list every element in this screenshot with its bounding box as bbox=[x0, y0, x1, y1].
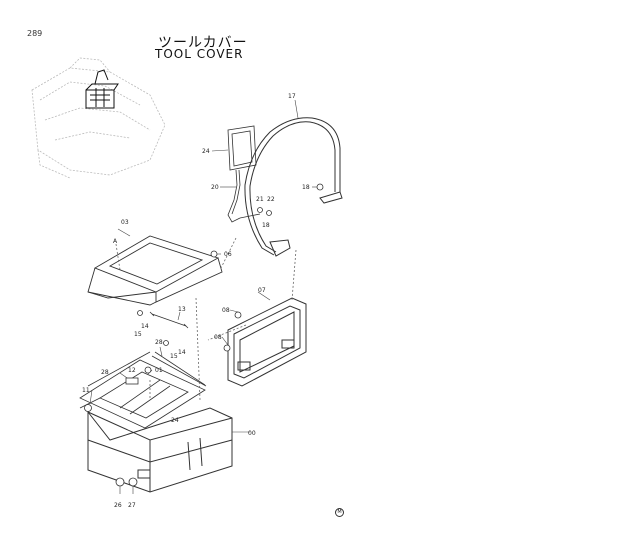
callout-03: 03 bbox=[121, 219, 129, 226]
callout-24-lower: 24 bbox=[171, 417, 179, 424]
callout-14-right: 14 bbox=[178, 349, 186, 356]
callout-labels: 17 24 20 18 21 22 18 03 A 06 07 08 08 13… bbox=[82, 93, 310, 509]
side-door bbox=[227, 297, 307, 387]
callout-20: 20 bbox=[211, 184, 219, 191]
callout-13: 13 bbox=[178, 306, 186, 313]
callout-21: 21 bbox=[256, 196, 264, 203]
callout-22: 22 bbox=[267, 196, 275, 203]
callout-07: 07 bbox=[258, 287, 266, 294]
fasteners bbox=[84, 183, 324, 487]
callout-26: 26 bbox=[114, 502, 122, 509]
title-japanese: ツールカバー bbox=[158, 35, 248, 51]
callout-28-upper: 28 bbox=[155, 339, 163, 346]
mirror-assembly bbox=[227, 125, 261, 223]
callout-15-right: 15 bbox=[170, 353, 178, 360]
callout-17: 17 bbox=[288, 93, 296, 100]
title-english: TOOL COVER bbox=[155, 47, 244, 61]
handrail bbox=[244, 117, 343, 257]
callout-08-lower: 08 bbox=[214, 334, 222, 341]
callout-11: 11 bbox=[82, 387, 90, 394]
callout-18-lower: 18 bbox=[262, 222, 270, 229]
callout-A: A bbox=[113, 238, 118, 245]
machine-thumbnail bbox=[31, 57, 166, 179]
callout-15-left: 15 bbox=[134, 331, 142, 338]
callout-24: 24 bbox=[202, 148, 210, 155]
callout-28-lower: 28 bbox=[101, 369, 109, 376]
callout-12: 12 bbox=[128, 367, 136, 374]
callout-06: 06 bbox=[224, 251, 232, 258]
page-number: 289 bbox=[27, 29, 43, 38]
callout-08-upper: 08 bbox=[222, 307, 230, 314]
callout-14-left: 14 bbox=[141, 323, 149, 330]
callout-01: 01 bbox=[155, 367, 163, 374]
tool-cover-lid bbox=[87, 235, 223, 306]
tool-box-highlight bbox=[85, 69, 119, 109]
callout-00: 00 bbox=[248, 430, 256, 437]
callout-27: 27 bbox=[128, 502, 136, 509]
stay-rod bbox=[149, 311, 189, 329]
leader-lines bbox=[115, 237, 297, 401]
corner-mark: M bbox=[335, 508, 344, 517]
tool-box-body bbox=[87, 407, 233, 493]
callout-18-upper: 18 bbox=[302, 184, 310, 191]
